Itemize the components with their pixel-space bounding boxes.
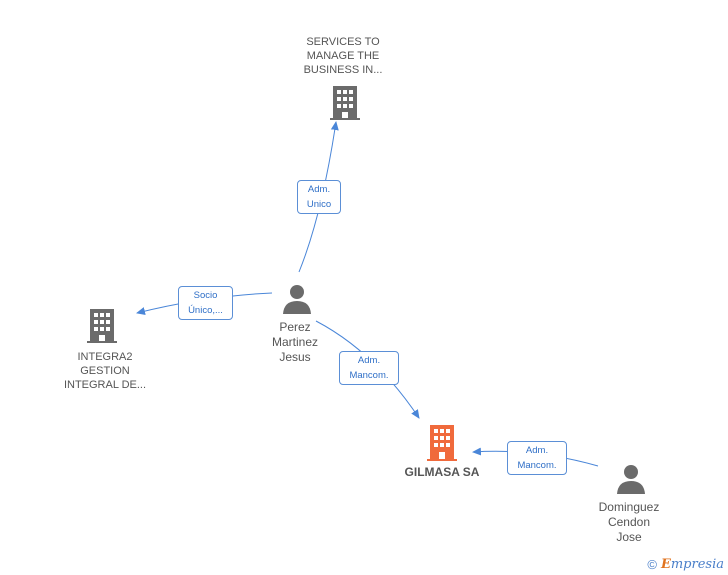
- building-icon[interactable]: [87, 309, 117, 343]
- edge-label-adm-mancom-dominguez[interactable]: Adm. Mancom.: [507, 441, 567, 475]
- empresia-logo[interactable]: Empresia: [660, 557, 724, 572]
- building-icon-main[interactable]: [427, 425, 457, 461]
- person-icon[interactable]: [616, 464, 646, 494]
- node-label-integra[interactable]: INTEGRA2 GESTION INTEGRAL DE...: [63, 351, 147, 391]
- building-icon[interactable]: [330, 86, 360, 120]
- footer-brand: © Empresia: [647, 557, 724, 572]
- edge-label-adm-unico[interactable]: Adm. Unico: [297, 180, 341, 214]
- person-icon[interactable]: [282, 284, 312, 314]
- edge-label-socio-unico[interactable]: Socio Único,...: [178, 286, 233, 320]
- edge-label-adm-mancom-perez[interactable]: Adm. Mancom.: [339, 351, 399, 385]
- copyright-icon: ©: [647, 557, 657, 572]
- node-label-services[interactable]: SERVICES TO MANAGE THE BUSINESS IN...: [303, 36, 383, 76]
- node-label-gilmasa[interactable]: GILMASA SA: [404, 465, 480, 479]
- node-label-perez[interactable]: Perez Martinez Jesus: [271, 320, 318, 364]
- node-label-dominguez[interactable]: Dominguez Cendon Jose: [598, 500, 660, 544]
